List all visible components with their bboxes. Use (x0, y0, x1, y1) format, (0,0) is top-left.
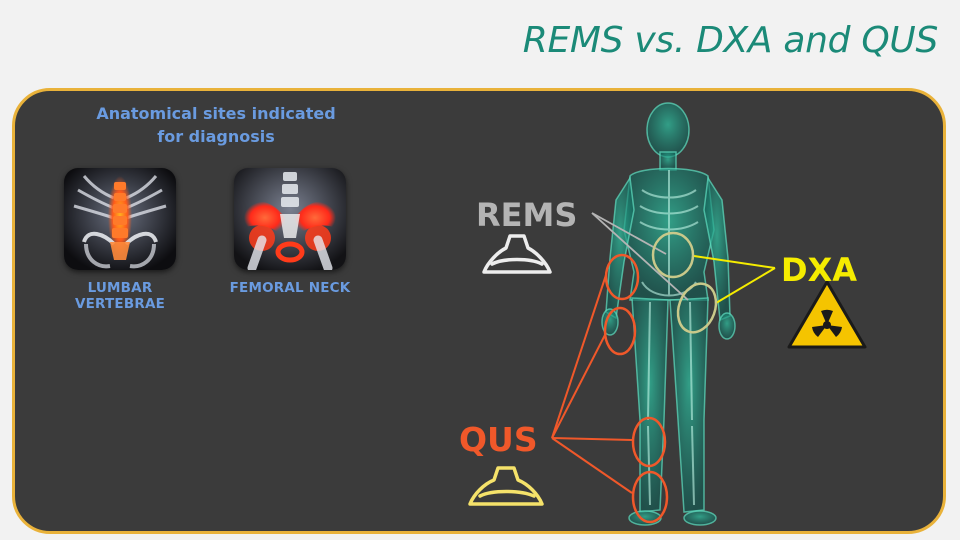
ultrasound-probe-icon (470, 468, 542, 504)
radiation-warning-icon (789, 282, 865, 347)
dxa-label: DXA (781, 251, 857, 289)
ultrasound-probe-icon (484, 236, 550, 272)
qus-label: QUS (459, 420, 538, 459)
rems-label: REMS (476, 196, 577, 234)
